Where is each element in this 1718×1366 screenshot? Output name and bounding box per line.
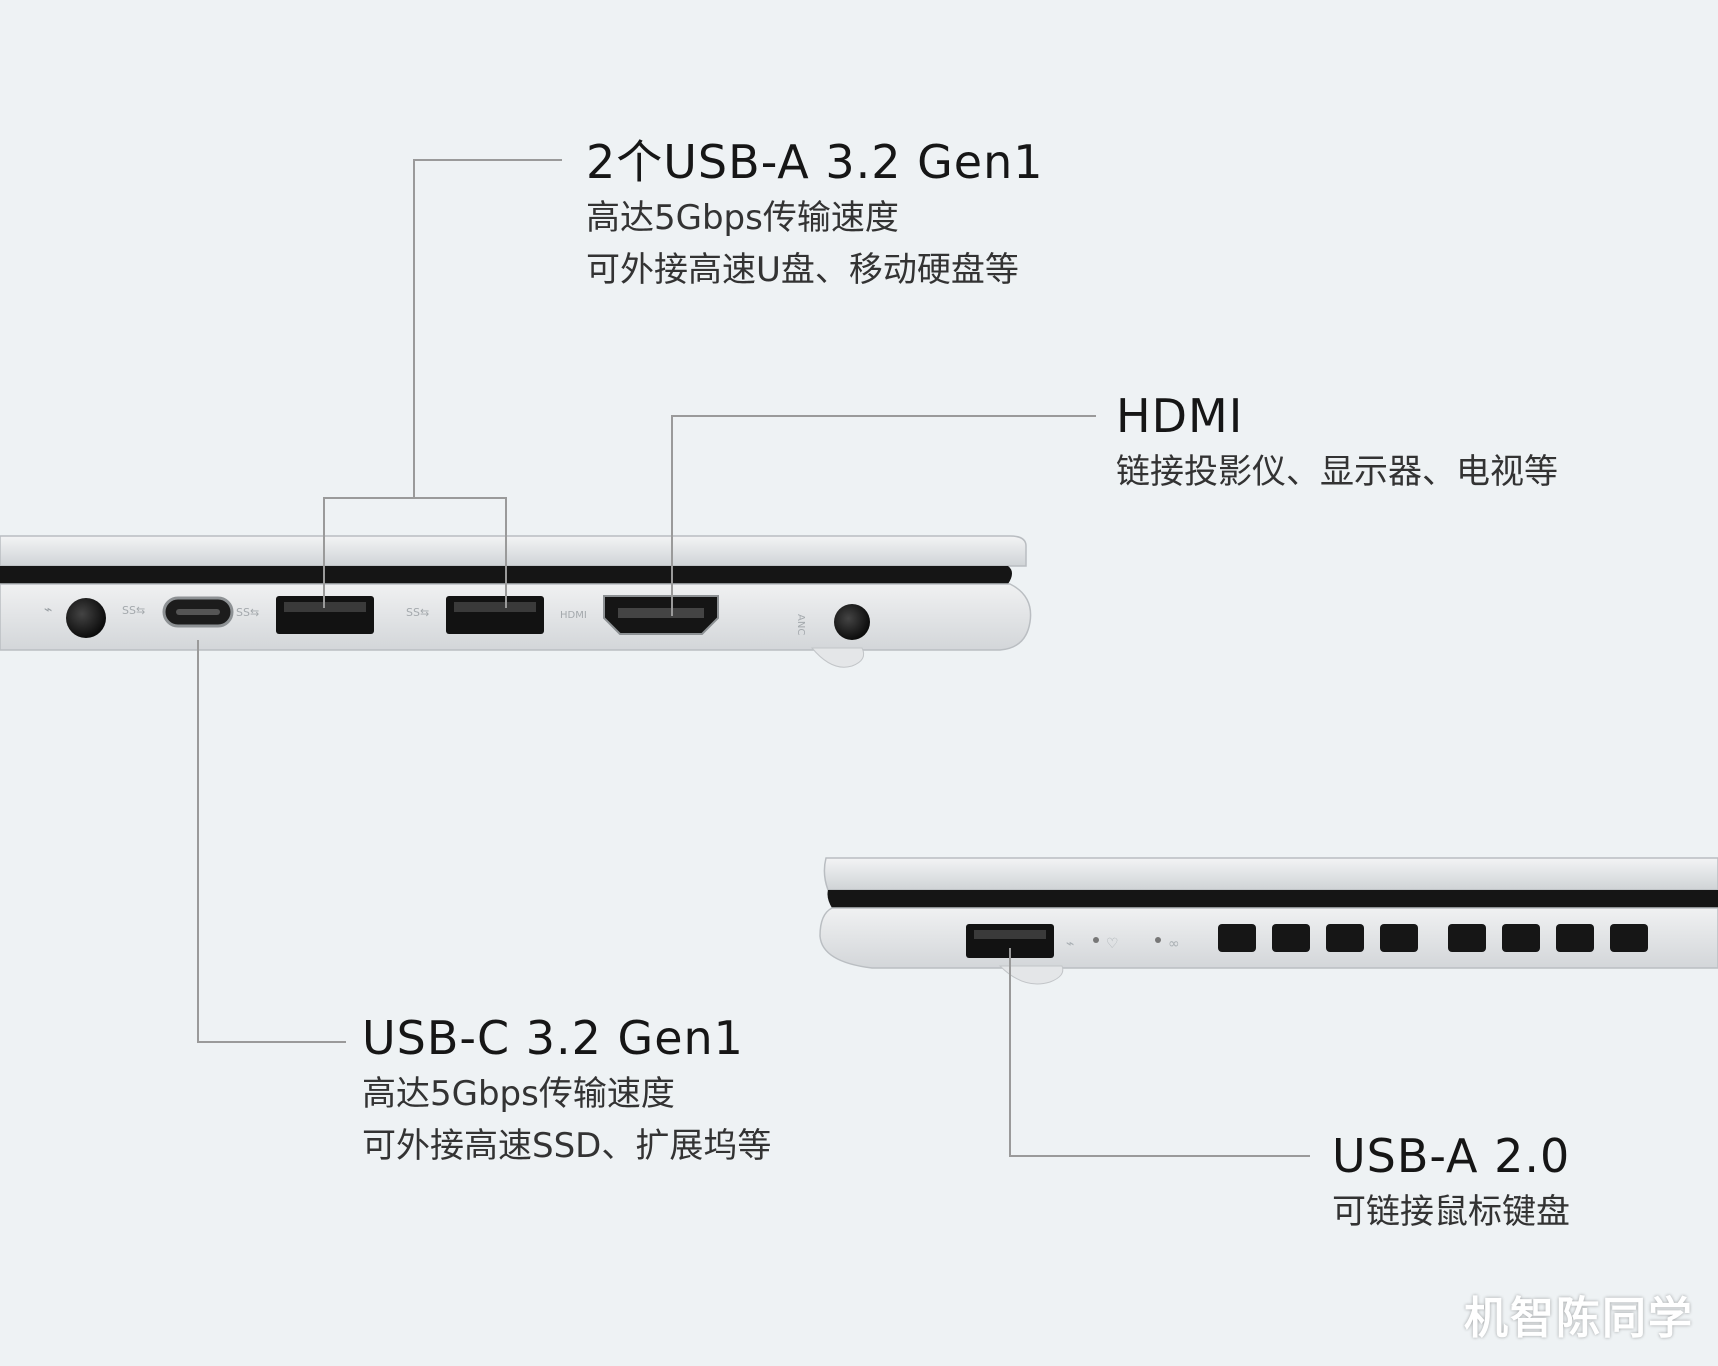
vent-slot [1218,924,1256,952]
callout-line-usb-a-20 [1009,948,1310,1157]
callout-title: USB-C 3.2 Gen1 [362,1011,744,1065]
callout-usb-a-20: USB-A 2.0 可链接鼠标键盘 [1332,1128,1570,1238]
svg-text:HDMI: HDMI [560,610,587,621]
laptop-foot [998,965,1064,985]
svg-text:ANC: ANC [795,614,806,635]
left-side-laptop: ⌁ SS⇆ SS⇆ SS⇆ HDM [0,535,1032,668]
vent-slot [1448,924,1486,952]
vent-slot [1326,924,1364,952]
svg-text:⌁: ⌁ [44,602,52,618]
callout-title: USB-A 2.0 [1332,1129,1571,1183]
led-dot [1155,937,1161,943]
svg-text:SS⇆: SS⇆ [406,606,429,619]
laptop-lid [0,535,1027,567]
callout-line: 可外接高速U盘、移动硬盘等 [586,250,1019,290]
callout-line-usb-c [197,640,346,1043]
vent-slot [1556,924,1594,952]
led-dot [1093,937,1099,943]
callout-line: 可外接高速SSD、扩展坞等 [362,1126,772,1166]
usb-a-2-port [966,924,1054,958]
power-jack-icon [66,598,106,638]
right-side-laptop: ⌁ ♡ ∞ [819,857,1718,985]
callout-lines [197,159,1310,1157]
callout-hdmi: HDMI 链接投影仪、显示器、电视等 [1116,388,1558,498]
vent-slot [1272,924,1310,952]
usb-a-port-2: SS⇆ [406,596,544,634]
svg-text:SS⇆: SS⇆ [122,604,145,617]
callout-line: 链接投影仪、显示器、电视等 [1116,452,1558,492]
vent-slot [1380,924,1418,952]
callout-title: 2个USB-A 3.2 Gen1 [586,135,1044,189]
callout-title: HDMI [1116,389,1244,443]
callout-line: 高达5Gbps传输速度 [586,198,899,238]
svg-text:⌁: ⌁ [1066,936,1074,952]
laptop-foot [810,647,865,668]
svg-text:SS⇆: SS⇆ [236,606,259,619]
laptop-lid [823,857,1718,891]
hdmi-port: HDMI [560,595,719,635]
callout-line: 可链接鼠标键盘 [1332,1192,1570,1232]
callout-line-usb-a [413,159,562,498]
status-leds: ⌁ ♡ ∞ [1066,936,1180,952]
callout-line-hdmi [671,415,1096,616]
audio-jack-icon [834,604,870,640]
power-jack: ⌁ [44,598,106,638]
callout-usb-a-32: 2个USB-A 3.2 Gen1 高达5Gbps传输速度 可外接高速U盘、移动硬… [586,134,1044,296]
callout-line: 高达5Gbps传输速度 [362,1074,675,1114]
vent-slot [1610,924,1648,952]
usb-c-port: SS⇆ [122,596,234,628]
usb-a-port-icon [446,596,544,634]
audio-jack: ANC [795,604,870,640]
air-vents [1218,924,1648,952]
callout-usb-c-32: USB-C 3.2 Gen1 高达5Gbps传输速度 可外接高速SSD、扩展坞等 [362,1010,771,1172]
svg-text:∞: ∞ [1168,936,1180,952]
watermark: 机智陈同学 [1464,1293,1694,1344]
vent-slot [1502,924,1540,952]
svg-text:♡: ♡ [1106,936,1119,952]
laptop-seam [827,890,1718,908]
